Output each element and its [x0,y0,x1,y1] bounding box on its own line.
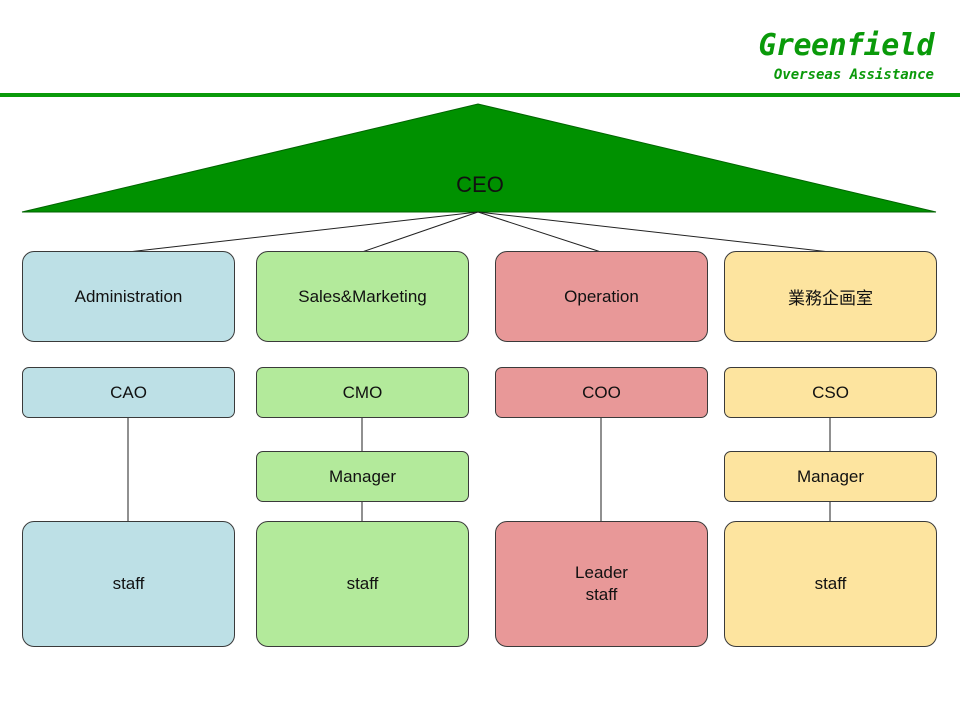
officer-coo: COO [495,367,708,418]
connector-ceo-operation [477,211,602,253]
staff-operation-leader: Leader [575,563,628,582]
staff-operation-staff: staff [585,585,618,604]
officer-cao: CAO [22,367,235,418]
officer-cmo: CMO [256,367,469,418]
staff-sales-marketing: staff [256,521,469,647]
department-operation: Operation [495,251,708,342]
department-planning-office: 業務企画室 [724,251,937,342]
manager-planning-office: Manager [724,451,937,502]
header-divider [0,93,960,97]
ceo-label: CEO [456,172,504,197]
connector-ceo-planning [477,211,831,253]
staff-administration: staff [22,521,235,647]
staff-planning-office: staff [724,521,937,647]
staff-operation: Leader staff [495,521,708,647]
manager-sales-marketing: Manager [256,451,469,502]
brand-subtitle: Overseas Assistance [773,67,934,83]
officer-cso: CSO [724,367,937,418]
brand-name: Greenfield [758,28,934,63]
department-sales-marketing: Sales&Marketing [256,251,469,342]
department-administration: Administration [22,251,235,342]
connector-ceo-sales [361,211,479,253]
connector-ceo-administration [127,211,479,253]
